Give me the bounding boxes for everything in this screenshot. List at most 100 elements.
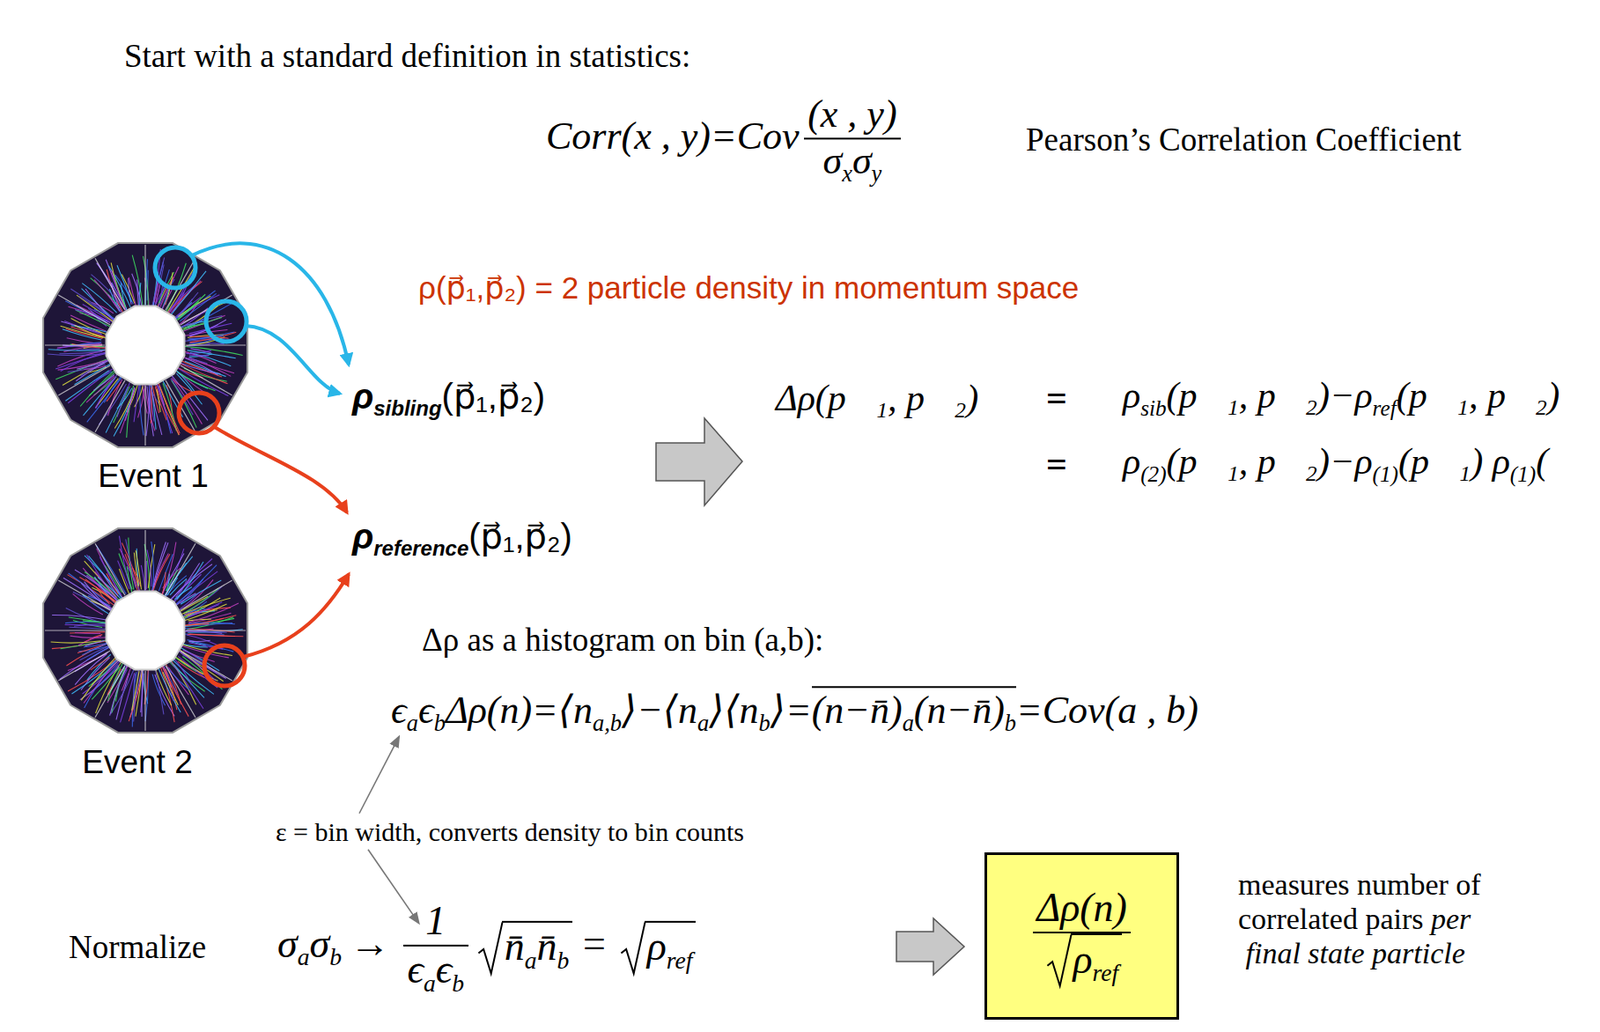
annotation-text: ε = bin width, converts density to bin c…	[275, 817, 745, 847]
note-text-group: measures number of correlated pairsperfi…	[1238, 867, 1573, 971]
subscript: a,b	[592, 709, 622, 737]
sector-line	[58, 365, 111, 396]
body-text: Δρ as a histogram on bin (a,b):	[421, 621, 824, 658]
subscript: (1)	[1372, 462, 1399, 487]
formula-text: ϵ	[390, 688, 407, 732]
sector-line	[44, 344, 105, 346]
sector-line	[180, 365, 233, 396]
denominator: ϵaϵb	[403, 944, 469, 997]
fraction: 1ϵaϵb	[403, 898, 469, 997]
formula-text: σ	[822, 139, 842, 183]
formula-text: (p⃗₁, p⃗₂)−ρ	[1166, 375, 1373, 416]
beam-hole	[106, 306, 185, 385]
radical-sign	[619, 920, 646, 974]
formula-text: (x , y)	[807, 92, 897, 136]
sector-line	[44, 629, 105, 631]
detector-outline	[43, 243, 248, 448]
radicand: n̄an̄b	[501, 920, 573, 974]
event-label: Event 1	[97, 457, 208, 495]
formula-text: =Cov(a , b)	[1016, 688, 1199, 732]
formula-text: Corr(x , y)=Cov	[545, 114, 800, 158]
formula-text: ⟩−⟨n	[621, 688, 698, 732]
heading-text-group: Start with a standard definition in stat…	[124, 37, 691, 76]
pair-arrows	[191, 243, 349, 657]
subscript: ref	[666, 946, 694, 974]
formula-text: σ	[852, 139, 872, 183]
leader-line	[368, 849, 419, 923]
formula-text: ⟩=	[770, 688, 812, 732]
formula-text: ρ	[1122, 375, 1141, 416]
formula-text: →	[349, 921, 391, 966]
formula-text: Δρ(p⃗₁, p⃗₂)	[775, 377, 979, 419]
equals-sign-group: =	[1046, 442, 1068, 486]
subscript: a	[524, 946, 538, 974]
subscript: b	[451, 968, 465, 996]
subscript: ref	[1092, 958, 1120, 987]
sector-line	[58, 650, 111, 681]
formula-text: (p⃗₁, p⃗₂)	[1396, 375, 1561, 416]
denominator: σxσy	[803, 137, 901, 188]
fraction: Δρ(n)ρref	[1032, 884, 1132, 988]
subscript: b	[1004, 709, 1017, 737]
detector-event-display	[43, 243, 248, 733]
note-text: final state particle	[1246, 936, 1466, 971]
numerator: (x , y)	[803, 92, 901, 138]
result-formula: ρ	[1073, 936, 1093, 982]
sector-line	[144, 244, 146, 305]
definition-text: ρ(p⃗₁,p⃗₂) = 2 particle density in momen…	[418, 270, 1079, 305]
subscript: y	[871, 160, 883, 187]
caption-text-group: Pearson’s Correlation Coefficient	[1025, 121, 1462, 160]
formula-text: ϵ	[406, 946, 424, 992]
subscript: a	[297, 943, 310, 971]
formula-text: =	[580, 921, 608, 966]
subscript: a	[406, 709, 419, 737]
sector-line	[165, 258, 196, 310]
subscript: b	[329, 943, 342, 971]
formula-text-group: ρ(2)(p⃗₁, p⃗₂)−ρ(1)(p⃗₁) ρ(1)(	[1122, 440, 1549, 488]
body-text-group: Δρ as a histogram on bin (a,b):	[421, 621, 824, 660]
formula-text: (p⃗₁, p⃗₂)−ρ	[1166, 441, 1373, 482]
subscript: (1)	[1510, 462, 1536, 487]
subscript: sibling	[373, 396, 442, 421]
density-label: ρ	[352, 516, 374, 556]
sector-line	[58, 580, 111, 611]
sector-line	[144, 670, 146, 731]
formula-text: ϵ	[418, 688, 435, 732]
square-root: ρref	[1046, 933, 1122, 988]
annotation-text-group: ε = bin width, converts density to bin c…	[275, 817, 745, 848]
density-label: ρ	[352, 376, 374, 416]
subscript: b	[759, 709, 771, 737]
detector-outline	[43, 528, 248, 733]
numerator: 1	[403, 898, 469, 945]
density-label-group: ρreference(p⃗₁,p⃗₂)	[352, 516, 573, 561]
square-root: ρref	[619, 920, 696, 974]
formula-text: 1	[425, 898, 446, 944]
formula-text: σ	[277, 921, 298, 966]
heading-text: Start with a standard definition in stat…	[124, 37, 691, 74]
caption-text: Pearson’s Correlation Coefficient	[1025, 121, 1462, 158]
box-content: Δρ(n)ρref	[1027, 884, 1136, 988]
event-label: Event 2	[81, 744, 192, 781]
equals-sign: =	[1046, 443, 1068, 485]
body-text-group: Normalize	[68, 929, 207, 967]
subscript: reference	[373, 536, 469, 561]
equals-sign: =	[1046, 377, 1068, 419]
fraction: (x , y)σxσy	[803, 92, 901, 187]
formula-text: n̄	[536, 923, 557, 969]
mean-bar: (n−n̄)a(n−n̄)b	[811, 685, 1017, 737]
density-label: (p⃗₁,p⃗₂)	[442, 376, 546, 416]
subscript: a	[697, 709, 709, 737]
sector-line	[95, 258, 126, 310]
formula-text-group: σaσb→1ϵaϵbn̄an̄b=ρref	[277, 898, 696, 997]
body-text: Normalize	[68, 929, 207, 966]
sector-line	[180, 580, 233, 611]
sector-line	[95, 543, 126, 596]
formula-text: (n−n̄)	[811, 688, 903, 732]
formula-text: (n−n̄)	[914, 688, 1005, 732]
formula-text: (	[1535, 441, 1549, 482]
sector-line	[95, 665, 126, 718]
formula-text-group: Δρ(p⃗₁, p⃗₂)	[775, 376, 979, 420]
result-formula: Δρ(n)	[1036, 884, 1128, 930]
subscript: a	[423, 968, 436, 996]
radical-sign	[477, 920, 503, 974]
